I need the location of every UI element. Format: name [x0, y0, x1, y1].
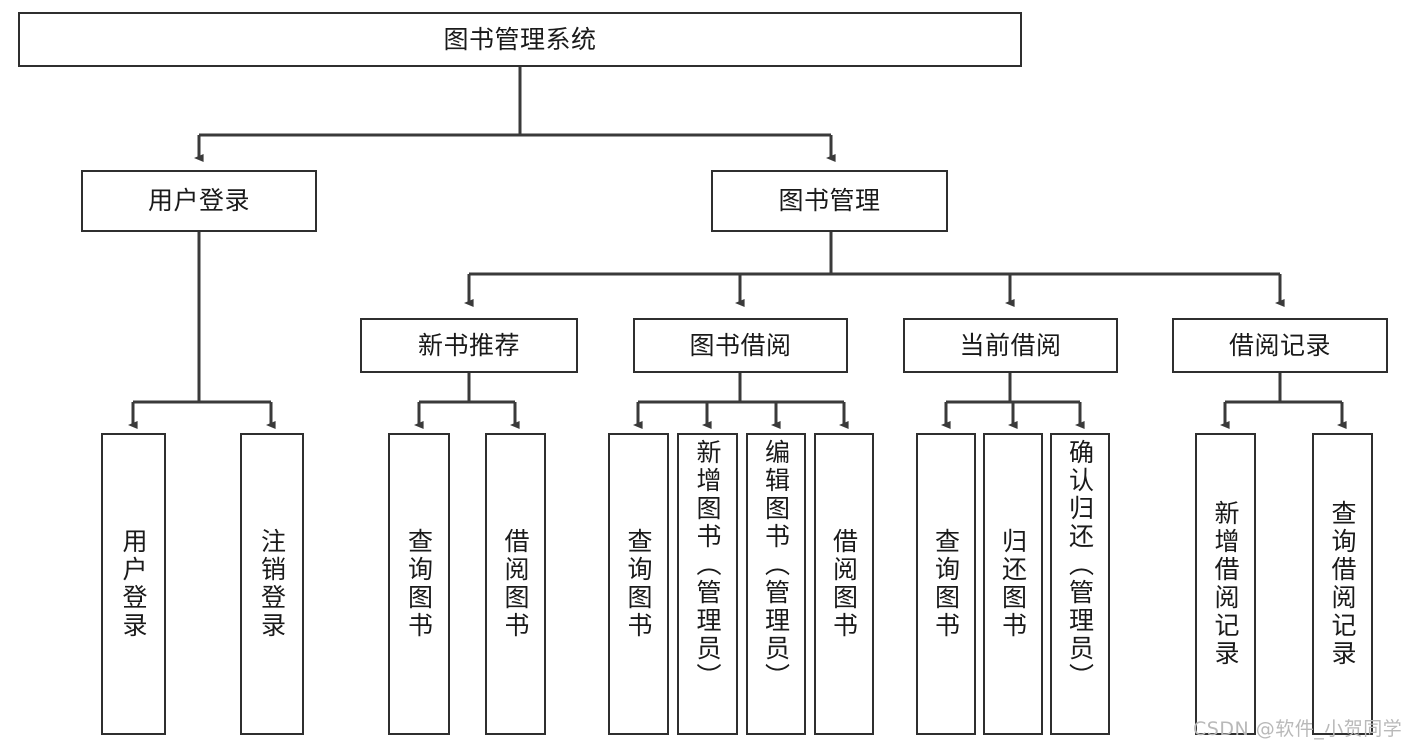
node-leaf-query-book-2[interactable]: 查询图书 [608, 433, 669, 735]
node-user-login[interactable]: 用户登录 [81, 170, 317, 232]
node-label: 图书借阅 [689, 330, 792, 360]
node-label: 新增图书（管理员） [693, 439, 722, 691]
node-label: 查询图书 [931, 528, 961, 640]
node-label: 借阅记录 [1228, 330, 1331, 360]
node-borrow-record[interactable]: 借阅记录 [1172, 318, 1388, 373]
node-label: 借阅图书 [829, 528, 859, 640]
node-label: 用户登录 [147, 186, 250, 215]
node-label: 图书管理 [778, 186, 881, 215]
node-leaf-query-book-3[interactable]: 查询图书 [916, 433, 976, 735]
node-leaf-query-record[interactable]: 查询借阅记录 [1312, 433, 1373, 735]
node-label: 新书推荐 [417, 330, 520, 360]
node-book-borrow[interactable]: 图书借阅 [633, 318, 848, 373]
node-book-manage[interactable]: 图书管理 [711, 170, 948, 232]
csdn-watermark: CSDN @软件_小贺同学 [1193, 718, 1403, 740]
node-leaf-user-login[interactable]: 用户登录 [101, 433, 166, 735]
node-label: 注销登录 [257, 528, 287, 640]
node-leaf-borrow-book-2[interactable]: 借阅图书 [814, 433, 874, 735]
node-leaf-edit-book[interactable]: 编辑图书（管理员） [746, 433, 806, 735]
node-leaf-add-book[interactable]: 新增图书（管理员） [677, 433, 738, 735]
node-label: 确认归还（管理员） [1065, 439, 1095, 691]
node-label: 用户登录 [119, 528, 148, 640]
node-label: 当前借阅 [959, 330, 1062, 360]
node-label: 图书管理系统 [443, 24, 597, 54]
node-leaf-add-record[interactable]: 新增借阅记录 [1195, 433, 1256, 735]
node-label: 查询图书 [624, 528, 653, 640]
node-leaf-return-book[interactable]: 归还图书 [983, 433, 1043, 735]
node-leaf-logout[interactable]: 注销登录 [240, 433, 304, 735]
node-label: 归还图书 [998, 528, 1028, 640]
node-label: 新增借阅记录 [1211, 500, 1240, 668]
node-leaf-borrow-book-1[interactable]: 借阅图书 [485, 433, 546, 735]
node-new-book-rec[interactable]: 新书推荐 [360, 318, 578, 373]
node-root-system[interactable]: 图书管理系统 [18, 12, 1022, 67]
node-label: 查询图书 [404, 528, 434, 640]
node-label: 借阅图书 [501, 528, 530, 640]
node-label: 查询借阅记录 [1328, 500, 1357, 668]
node-label: 编辑图书（管理员） [761, 439, 791, 691]
node-leaf-confirm-return[interactable]: 确认归还（管理员） [1050, 433, 1110, 735]
node-leaf-query-book-1[interactable]: 查询图书 [388, 433, 450, 735]
node-current-borrow[interactable]: 当前借阅 [903, 318, 1118, 373]
